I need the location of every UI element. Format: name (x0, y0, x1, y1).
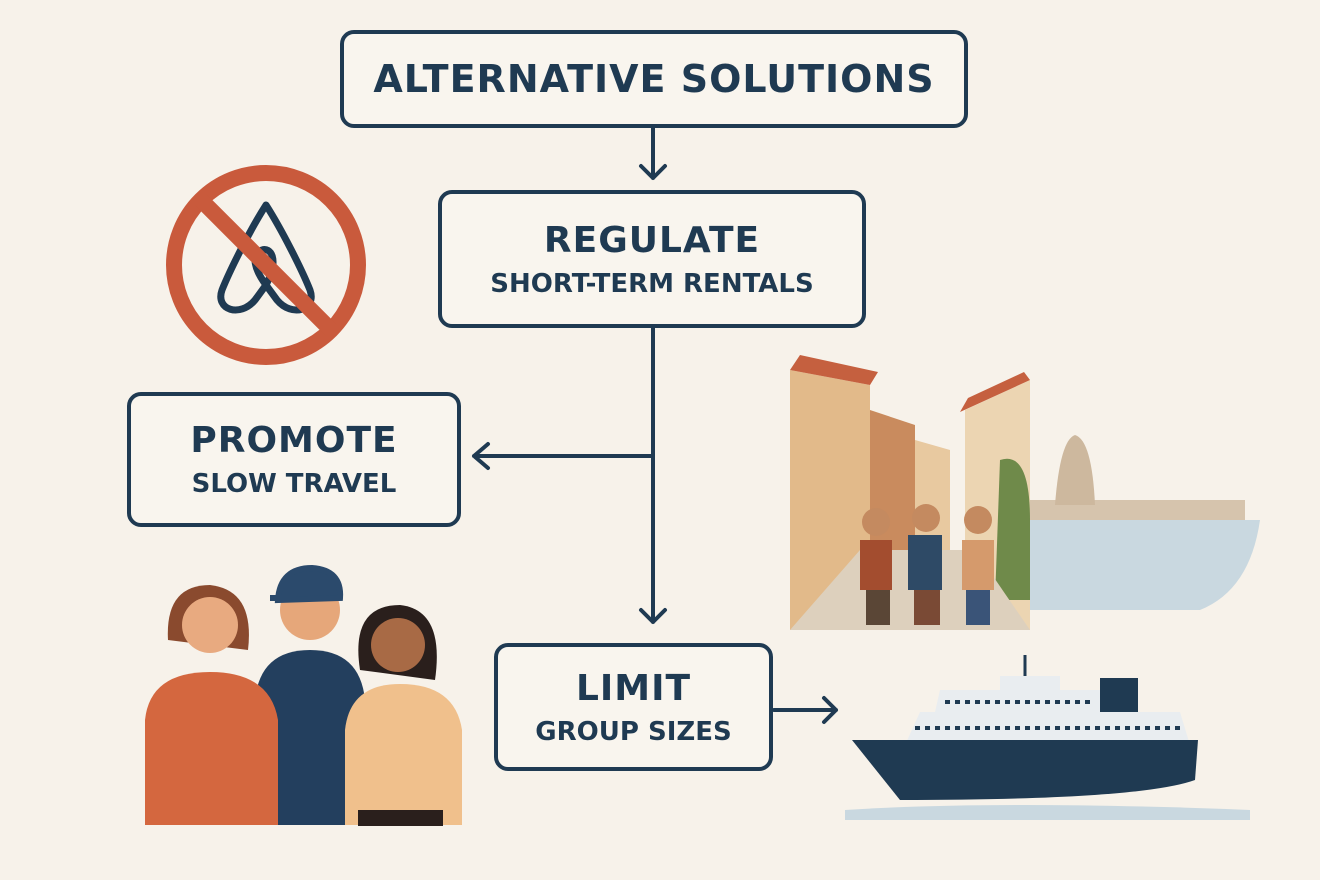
promote-title: PROMOTE (190, 420, 398, 461)
no-airbnb-icon (166, 165, 366, 365)
title-text: ALTERNATIVE SOLUTIONS (373, 57, 935, 101)
arrow-to-promote (472, 442, 655, 470)
regulate-rentals-box: REGULATE SHORT-TERM RENTALS (438, 190, 866, 328)
tourists-group-illustration (145, 564, 462, 826)
cruise-ship-illustration (845, 655, 1250, 820)
arrow-to-ship (772, 696, 838, 724)
line-regulate-down (639, 326, 667, 624)
limit-title: LIMIT (575, 667, 692, 709)
old-town-street-illustration (790, 355, 1260, 630)
regulate-title: REGULATE (543, 219, 761, 261)
limit-subtitle: GROUP SIZES (535, 716, 732, 747)
title-box: ALTERNATIVE SOLUTIONS (340, 30, 968, 128)
promote-subtitle: SLOW TRAVEL (191, 469, 397, 499)
limit-group-sizes-box: LIMIT GROUP SIZES (494, 643, 773, 771)
connectors (472, 126, 838, 724)
regulate-subtitle: SHORT-TERM RENTALS (490, 268, 814, 299)
arrow-title-to-regulate (639, 126, 667, 180)
promote-slow-travel-box: PROMOTE SLOW TRAVEL (127, 392, 461, 527)
